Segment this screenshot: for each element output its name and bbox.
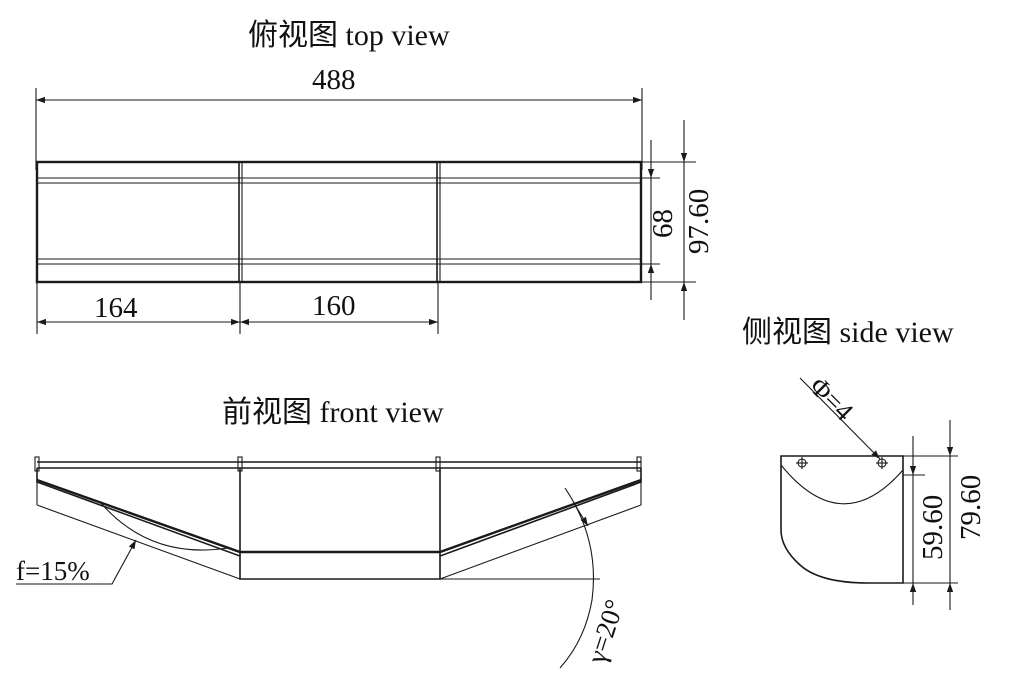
front-view: 前视图 front view f=15% γ=20° <box>16 396 642 669</box>
segment-middle-label: 160 <box>312 290 356 322</box>
overall-length-label: 488 <box>312 64 356 96</box>
slope-label: f=15% <box>16 556 90 586</box>
side-outer-height-label: 79.60 <box>955 475 987 540</box>
top-view: 俯视图 top view 488 164 160 <box>35 19 715 334</box>
front-pin-3 <box>435 456 441 472</box>
inner-width-label: 68 <box>647 209 679 238</box>
angle-label: γ=20° <box>581 596 630 668</box>
segment-left-label: 164 <box>94 292 138 324</box>
side-view: 侧视图 side view Φ=4 59.60 79.60 <box>742 316 987 610</box>
slope-leader <box>16 539 137 585</box>
front-inner-bottom <box>36 478 642 554</box>
side-inner-curve <box>780 464 904 505</box>
hole-diameter-label: Φ=4 <box>804 371 860 427</box>
side-view-title: 侧视图 side view <box>742 316 954 349</box>
front-left-lower-edge <box>36 504 241 580</box>
top-view-title: 俯视图 top view <box>248 19 450 52</box>
side-inner-height-label: 59.60 <box>917 495 949 560</box>
angle-arrow <box>574 504 589 527</box>
hole-diameter-leader <box>799 377 881 460</box>
outer-width-label: 97.60 <box>683 189 715 254</box>
slope-arc <box>99 501 229 551</box>
front-pin-4 <box>636 456 642 472</box>
front-body-outline <box>36 468 642 580</box>
front-view-title: 前视图 front view <box>222 396 444 429</box>
top-outline <box>35 160 643 284</box>
side-outline <box>780 455 904 584</box>
front-right-lower-edge <box>439 504 642 580</box>
